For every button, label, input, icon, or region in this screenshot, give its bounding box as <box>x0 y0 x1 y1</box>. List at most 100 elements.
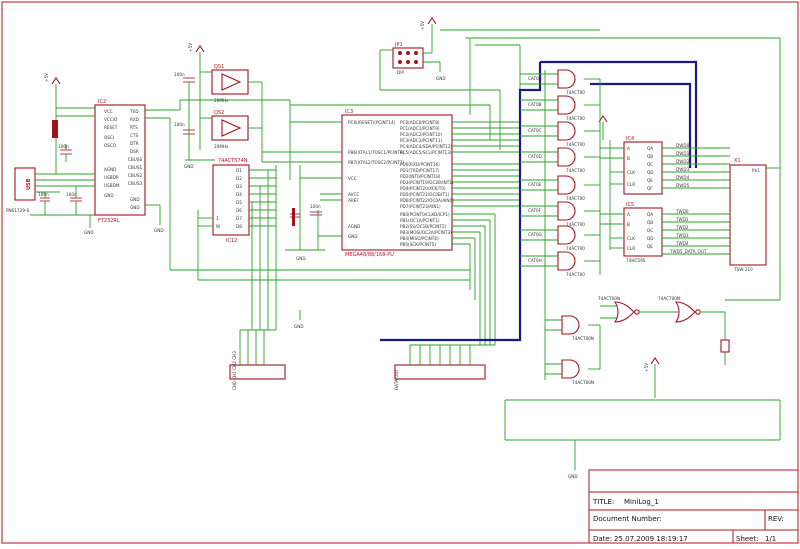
svg-text:JP1: JP1 <box>394 42 403 48</box>
svg-text:PB3(MOSI/OC2A/PCINT3): PB3(MOSI/OC2A/PCINT3) <box>400 230 452 235</box>
svg-text:QS2: QS2 <box>214 110 224 116</box>
svg-text:100n: 100n <box>58 144 69 149</box>
svg-text:B: B <box>627 156 630 161</box>
svg-text:RESET: RESET <box>104 125 118 130</box>
svg-text:QA: QA <box>647 212 653 217</box>
svg-text:USBDM: USBDM <box>104 183 120 188</box>
svg-text:CAT0F: CAT0F <box>528 208 542 213</box>
mcu-pin-wires <box>261 82 520 345</box>
svg-text:QS1: QS1 <box>214 64 224 70</box>
svg-text:CTS: CTS <box>130 133 138 138</box>
svg-text:D5: D5 <box>236 200 242 205</box>
svg-text:74ACT00: 74ACT00 <box>566 272 585 277</box>
svg-text:B: B <box>627 222 630 227</box>
svg-text:AGND: AGND <box>348 224 360 229</box>
svg-text:74ACT00: 74ACT00 <box>566 168 585 173</box>
svg-text:QE: QE <box>647 178 653 183</box>
svg-text:TWD5_DATA_OUT: TWD5_DATA_OUT <box>669 249 707 254</box>
svg-text:CAT0C: CAT0C <box>528 128 542 133</box>
usb-cap-c3: 100n <box>66 186 82 215</box>
svg-text:Sheet:: Sheet: <box>736 535 759 543</box>
svg-text:QB: QB <box>647 220 653 225</box>
svg-text:PB1(OC1A/PCINT1): PB1(OC1A/PCINT1) <box>400 218 440 223</box>
svg-text:QC: QC <box>647 162 653 167</box>
decoupling-cap-row: GND <box>504 399 781 479</box>
svg-text:74HC595: 74HC595 <box>626 258 646 263</box>
svg-text:Document Number:: Document Number: <box>593 515 662 523</box>
svg-text:CBUS2: CBUS2 <box>128 173 143 178</box>
svg-text:PD2(INT0/PCINT18): PD2(INT0/PCINT18) <box>400 174 441 179</box>
svg-text:CAT0E: CAT0E <box>528 182 542 187</box>
svg-text:CBUS3: CBUS3 <box>128 181 143 186</box>
svg-text:PD1(TXD/PCINT17): PD1(TXD/PCINT17) <box>400 168 440 173</box>
svg-text:GND: GND <box>130 197 140 202</box>
usb-connector: USB PN61729-S <box>6 167 95 213</box>
svg-text:20MHz: 20MHz <box>214 144 229 149</box>
svg-text:+5V: +5V <box>644 363 649 372</box>
svg-text:USBDP: USBDP <box>104 175 119 180</box>
svg-text:PD4(PCINT20/XCK/T0): PD4(PCINT20/XCK/T0) <box>400 186 446 191</box>
vcc-symbol-1: +5V <box>44 73 61 100</box>
svg-text:CAT0H: CAT0H <box>528 258 542 263</box>
svg-text:QA: QA <box>647 146 653 151</box>
svg-text:D2: D2 <box>236 176 242 181</box>
svg-text:PD7(PCINT23/AIN1): PD7(PCINT23/AIN1) <box>400 204 441 209</box>
svg-text:PD6(PCINT22/OC0A/AIN0): PD6(PCINT22/OC0A/AIN0) <box>400 198 454 203</box>
svg-text:PB5(SCK/PCINT5): PB5(SCK/PCINT5) <box>400 242 436 247</box>
svg-text:PC1(ADC1/PCINT9): PC1(ADC1/PCINT9) <box>400 126 440 131</box>
data-bus <box>380 60 698 342</box>
svg-text:PC3(ADC3/PCINT11): PC3(ADC3/PCINT11) <box>400 138 443 143</box>
svg-text:D3: D3 <box>236 184 242 189</box>
vcc-symbol-3: +5V <box>420 17 437 40</box>
svg-text:GND: GND <box>568 474 578 479</box>
svg-text:QF: QF <box>647 186 653 191</box>
svg-text:PC4(ADC4/SDA/PCINT12): PC4(ADC4/SDA/PCINT12) <box>400 144 453 149</box>
svg-text:74ACT00: 74ACT00 <box>566 90 585 95</box>
svg-text:20MHz: 20MHz <box>214 98 229 103</box>
svg-text:DWD0: DWD0 <box>676 143 690 148</box>
gate-pair-lower: 74ACT00N 74ACT00N <box>544 280 601 385</box>
svg-text:PD0(RXD/PCINT16): PD0(RXD/PCINT16) <box>400 162 440 167</box>
svg-text:AGND: AGND <box>104 167 116 172</box>
svg-text:CBUS1: CBUS1 <box>128 165 143 170</box>
svg-text:USB: USB <box>26 178 32 190</box>
svg-text:A: A <box>627 212 630 217</box>
svg-text:A: A <box>627 146 630 151</box>
svg-text:IC2: IC2 <box>98 99 106 105</box>
svg-text:74ACT00: 74ACT00 <box>566 116 585 121</box>
svg-text:74ACT00: 74ACT00 <box>566 222 585 227</box>
svg-text:VCC: VCC <box>348 176 357 181</box>
svg-text:QD: QD <box>647 236 654 241</box>
svg-text:GND: GND <box>348 234 358 239</box>
svg-text:D4: D4 <box>236 192 242 197</box>
svg-text:MEGA48/88/168-PU: MEGA48/88/168-PU <box>345 252 394 258</box>
svg-text:D7: D7 <box>236 216 242 221</box>
svg-text:+5V: +5V <box>188 43 193 52</box>
svg-text:TITLE:: TITLE: <box>592 498 614 506</box>
svg-text:QD: QD <box>647 170 654 175</box>
svg-text:PB0(PCINT0/CLKO/ICP1): PB0(PCINT0/CLKO/ICP1) <box>400 212 450 217</box>
svg-text:D1: D1 <box>236 168 242 173</box>
svg-text:GND: GND <box>104 193 114 198</box>
svg-text:GND: GND <box>436 76 446 81</box>
svg-text:X1: X1 <box>734 158 741 164</box>
svg-text:CLR: CLR <box>627 246 635 251</box>
svg-text:25.07.2009 18:19:17: 25.07.2009 18:19:17 <box>614 535 688 543</box>
ferrite-bead <box>52 100 95 174</box>
svg-text:100n: 100n <box>174 72 185 77</box>
svg-text:DWD5: DWD5 <box>676 183 690 188</box>
svg-text:DWD2: DWD2 <box>676 159 690 164</box>
svg-text:CLK: CLK <box>627 170 635 175</box>
resistor-r1 <box>720 339 730 365</box>
svg-text:DWD3: DWD3 <box>676 167 690 172</box>
svg-text:PB6(XTAL1/TOSC1/PCINT6): PB6(XTAL1/TOSC1/PCINT6) <box>348 150 405 155</box>
svg-text:GND: GND <box>84 230 94 235</box>
svg-text:PD5(PCINT21/OC0B/T1): PD5(PCINT21/OC0B/T1) <box>400 192 450 197</box>
svg-text:MiniLog_1: MiniLog_1 <box>624 498 659 506</box>
svg-text:GND: GND <box>154 228 164 233</box>
svg-text:VCCIO: VCCIO <box>104 117 118 122</box>
svg-text:GND: GND <box>296 256 306 261</box>
svg-text:D6: D6 <box>236 208 242 213</box>
